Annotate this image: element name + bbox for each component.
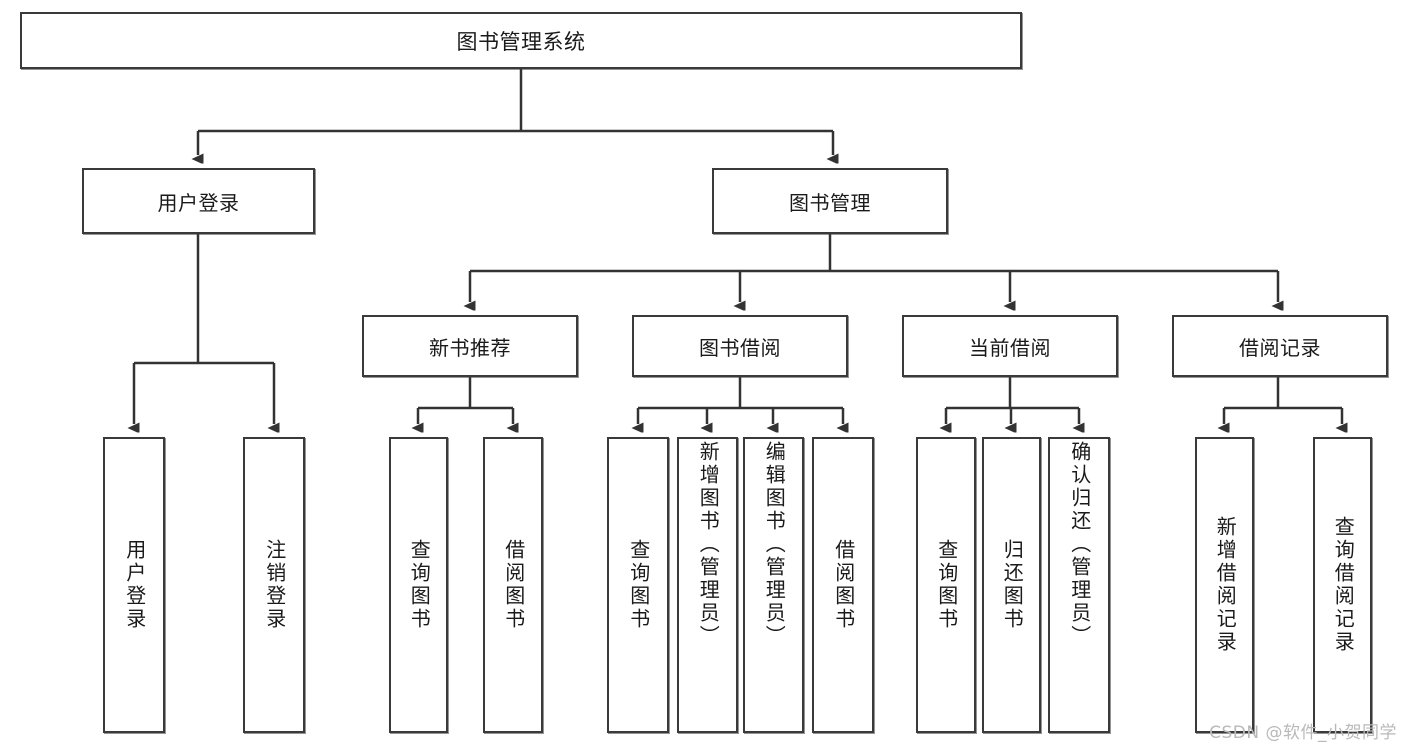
node-leaf-add-book-label: 新增图书（管理员）	[696, 441, 721, 648]
node-book-borrow[interactable]: 图书借阅	[632, 315, 848, 377]
node-leaf-logout-label: 注销登录	[262, 539, 287, 631]
node-book-manage[interactable]: 图书管理	[712, 168, 948, 234]
node-new-book-recommendation[interactable]: 新书推荐	[362, 315, 578, 377]
node-leaf-logout[interactable]: 注销登录	[243, 437, 305, 733]
node-leaf-query-record[interactable]: 查询借阅记录	[1313, 437, 1372, 733]
node-leaf-add-record-label: 新增借阅记录	[1213, 516, 1238, 654]
node-user-login-label: 用户登录	[157, 190, 240, 215]
node-leaf-query-book-1-label: 查询图书	[407, 539, 432, 631]
node-book-manage-label: 图书管理	[789, 190, 871, 215]
watermark: CSDN @软件_小贺同学	[1209, 723, 1397, 743]
node-leaf-add-book[interactable]: 新增图书（管理员）	[677, 437, 738, 733]
node-leaf-user-login[interactable]: 用户登录	[103, 437, 165, 733]
node-leaf-borrow-book-2[interactable]: 借阅图书	[812, 437, 874, 733]
node-new-book-recommendation-label: 新书推荐	[429, 335, 511, 360]
node-borrow-record[interactable]: 借阅记录	[1172, 315, 1388, 377]
node-leaf-return-book-label: 归还图书	[1000, 539, 1025, 631]
node-borrow-record-label: 借阅记录	[1239, 335, 1321, 360]
node-root-label: 图书管理系统	[456, 29, 586, 54]
node-leaf-add-record[interactable]: 新增借阅记录	[1195, 437, 1254, 733]
node-root[interactable]: 图书管理系统	[20, 12, 1022, 69]
node-leaf-edit-book-label: 编辑图书（管理员）	[762, 441, 787, 648]
node-current-borrow-label: 当前借阅	[969, 335, 1051, 360]
node-leaf-borrow-book-1-label: 借阅图书	[501, 539, 526, 631]
node-leaf-query-book-1[interactable]: 查询图书	[389, 437, 448, 733]
node-leaf-borrow-book-2-label: 借阅图书	[831, 539, 856, 631]
node-leaf-query-book-2[interactable]: 查询图书	[607, 437, 669, 733]
node-leaf-query-record-label: 查询借阅记录	[1331, 516, 1356, 654]
node-leaf-borrow-book-1[interactable]: 借阅图书	[483, 437, 543, 733]
node-book-borrow-label: 图书借阅	[699, 335, 781, 360]
node-leaf-edit-book[interactable]: 编辑图书（管理员）	[743, 437, 804, 733]
node-leaf-user-login-label: 用户登录	[122, 539, 147, 631]
node-leaf-query-book-3[interactable]: 查询图书	[916, 437, 976, 733]
node-user-login[interactable]: 用户登录	[82, 168, 315, 234]
node-leaf-query-book-2-label: 查询图书	[626, 539, 651, 631]
node-leaf-return-book[interactable]: 归还图书	[982, 437, 1041, 733]
node-leaf-query-book-3-label: 查询图书	[934, 539, 959, 631]
node-leaf-confirm-return-label: 确认归还（管理员）	[1067, 441, 1092, 648]
node-current-borrow[interactable]: 当前借阅	[902, 315, 1118, 377]
node-leaf-confirm-return[interactable]: 确认归还（管理员）	[1048, 437, 1110, 733]
